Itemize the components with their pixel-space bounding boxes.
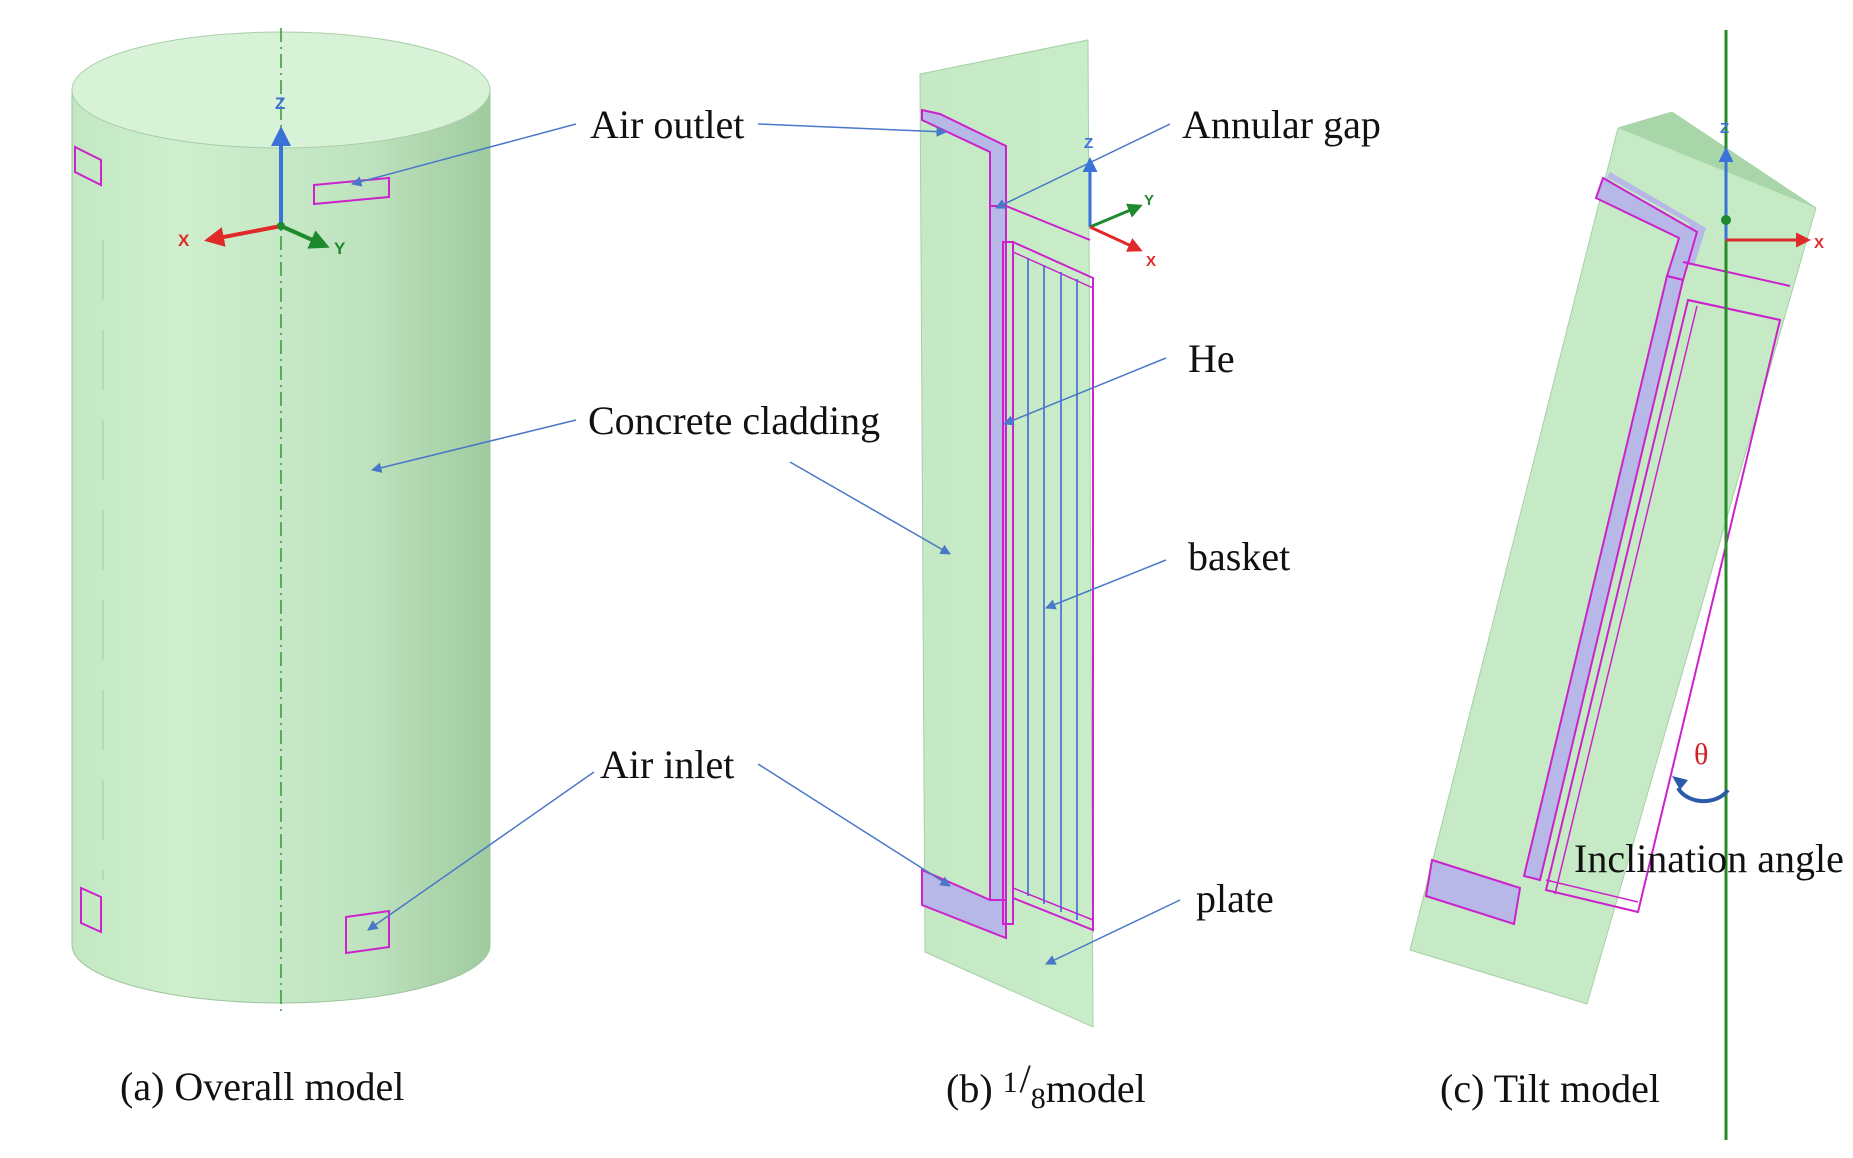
- axis-y-label-b: Y: [1144, 192, 1154, 209]
- tilt-top: [1618, 112, 1816, 208]
- axis-x-label-a: X: [178, 231, 190, 250]
- tilt-inlet-channel: [1424, 858, 1522, 926]
- caption-b-slash: /: [1020, 1056, 1032, 1101]
- he-region: [1002, 241, 1014, 925]
- basket-outline: [1012, 240, 1094, 932]
- axis-x-label-c: X: [1814, 235, 1824, 252]
- label-he: He: [1188, 336, 1235, 381]
- caption-c: (c) Tilt model: [1440, 1066, 1660, 1111]
- outlet-channel: [921, 108, 1007, 207]
- caption-a: (a) Overall model: [120, 1064, 404, 1109]
- captions: (a) Overall model (b) 1/8model (c) Tilt m…: [120, 1056, 1660, 1115]
- label-air-inlet: Air inlet: [600, 742, 734, 787]
- caption-b-numerator: 1: [1003, 1066, 1018, 1099]
- caption-b-suffix: model: [1046, 1066, 1146, 1111]
- tilt-annular-gap: [1522, 274, 1685, 882]
- axis-z-label-a: Z: [275, 94, 285, 113]
- label-inclination-angle: Inclination angle: [1574, 836, 1844, 881]
- axis-triad-c: Z X: [1718, 120, 1824, 252]
- axis-x-label-b: X: [1146, 253, 1156, 270]
- label-plate: plate: [1196, 876, 1274, 921]
- eighth-model: Z Y X: [919, 39, 1156, 1028]
- tilt-model: Z X θ: [1409, 30, 1824, 1140]
- axis-y-label-a: Y: [334, 239, 346, 258]
- theta-symbol: θ: [1694, 738, 1708, 771]
- axis-triad-b: Z Y X: [1082, 135, 1156, 270]
- label-annular-gap: Annular gap: [1182, 102, 1381, 147]
- air-inlet-right: [345, 909, 390, 955]
- label-concrete-cladding: Concrete cladding: [588, 398, 880, 443]
- label-basket: basket: [1188, 534, 1290, 579]
- leader-lines: [350, 123, 1181, 965]
- labels: Air outlet Concrete cladding Air inlet A…: [588, 102, 1844, 921]
- axis-z-label-c: Z: [1720, 120, 1729, 137]
- air-inlet-left: [80, 886, 102, 934]
- caption-b-denominator: 8: [1031, 1082, 1046, 1115]
- cylinder-body: [71, 89, 491, 1004]
- label-air-outlet: Air outlet: [590, 102, 744, 147]
- axis-triad-a: Z X Y: [178, 94, 346, 258]
- overall-model: Z X Y: [71, 28, 491, 1012]
- axis-z-label-b: Z: [1084, 135, 1093, 152]
- curved-arrow-icon: [1676, 786, 1730, 804]
- caption-b: (b) 1/8model: [946, 1056, 1146, 1115]
- air-outlet-left: [74, 145, 102, 187]
- caption-b-prefix: (b): [946, 1066, 993, 1111]
